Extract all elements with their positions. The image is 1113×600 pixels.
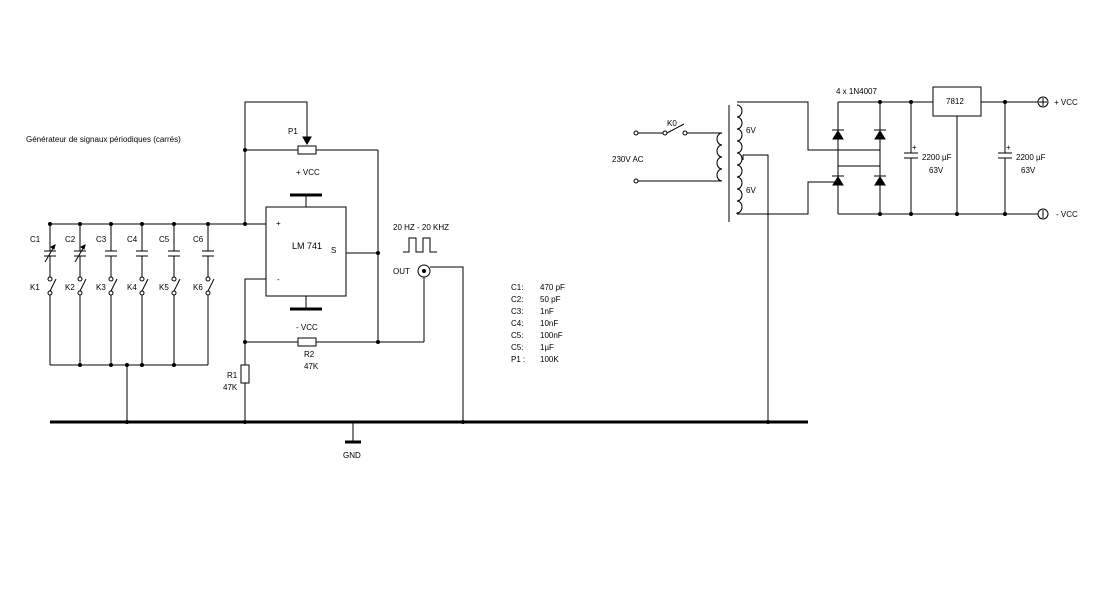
value-row: C3: 1nF [511,307,554,316]
value-amount: 10nF [540,319,558,328]
cap1-value: 2200 µF [922,153,952,162]
diagram-title: Générateur de signaux périodiques (carré… [26,135,181,144]
mains-label: 230V AC [612,155,644,164]
capacitor-label: C6 [193,235,204,244]
opamp-supply-bars [290,193,322,311]
gnd-label: GND [343,451,361,460]
cap1-voltage: 63V [929,166,944,175]
r2-value: 47K [304,362,319,371]
diode-bridge [832,102,886,214]
switch-label: K3 [96,283,106,292]
capacitor-label: C3 [96,235,107,244]
opamp-vcc-pos: + VCC [296,168,320,177]
value-amount: 1nF [540,307,554,316]
opamp-minus-pin: - [277,275,280,284]
cap2-value: 2200 µF [1016,153,1046,162]
opamp-plus-pin: + [276,219,281,228]
k0-label: K0 [667,119,677,128]
capacitor-label: C1 [30,235,41,244]
transformer [716,101,838,422]
switch-label: K4 [127,283,137,292]
value-ref: C3: [511,307,523,316]
capacitor-label: C4 [127,235,138,244]
freq-range-label: 20 HZ - 20 KHZ [393,223,449,232]
value-row: C2: 50 pF [511,295,561,304]
value-row: C1: 470 pF [511,283,565,292]
svg-text:+: + [1006,143,1011,152]
value-amount: 1µF [540,343,554,352]
value-row: C5: 100nF [511,331,563,340]
value-ref: C1: [511,283,523,292]
filter-capacitor-2: + [998,102,1012,214]
value-ref: C5: [511,331,523,340]
value-row: C5: 1µF [511,343,554,352]
diodes-label: 4 x 1N4007 [836,87,877,96]
value-row: P1 : 100K [511,355,559,364]
vcc-plus-terminal-icon [1037,96,1049,108]
vcc-minus-terminal-icon [1037,208,1049,220]
r1-label: R1 [227,371,238,380]
mains-input [633,123,722,184]
switch-label: K5 [159,283,169,292]
filter-capacitor-1: + [904,102,918,214]
value-amount: 50 pF [540,295,561,304]
junction-dots-supply [766,100,1007,424]
out-label: OUT [393,267,410,276]
secondary-top-label: 6V [746,126,756,135]
capacitor-label: C5 [159,235,170,244]
value-ref: C5: [511,343,523,352]
output-connector-icon [417,264,464,422]
ground-stub [345,422,361,444]
value-ref: P1 : [511,355,525,364]
switch-label: K2 [65,283,75,292]
r1-value: 47K [223,383,238,392]
value-amount: 470 pF [540,283,565,292]
r2-resistor [245,337,424,347]
switch-label: K1 [30,283,40,292]
switch-label: K6 [193,283,203,292]
capacitor-label: C2 [65,235,76,244]
r2-label: R2 [304,350,315,359]
r1-resistor [240,278,266,422]
regulator-label: 7812 [946,97,964,106]
svg-text:+: + [912,143,917,152]
value-amount: 100nF [540,331,563,340]
cap2-voltage: 63V [1021,166,1036,175]
opamp-output-pin: S [331,246,336,255]
square-wave-icon [403,237,437,253]
value-amount: 100K [540,355,559,364]
p1-label: P1 [288,127,298,136]
supply-vcc-neg: - VCC [1056,210,1078,219]
supply-vcc-pos: + VCC [1054,98,1078,107]
value-row: C4: 10nF [511,319,558,328]
junction-dots-left [125,148,465,424]
value-ref: C4: [511,319,523,328]
opamp-name: LM 741 [292,241,322,251]
value-ref: C2: [511,295,523,304]
secondary-bottom-label: 6V [746,186,756,195]
opamp-vcc-neg: - VCC [296,323,318,332]
p1-potentiometer [244,101,379,342]
